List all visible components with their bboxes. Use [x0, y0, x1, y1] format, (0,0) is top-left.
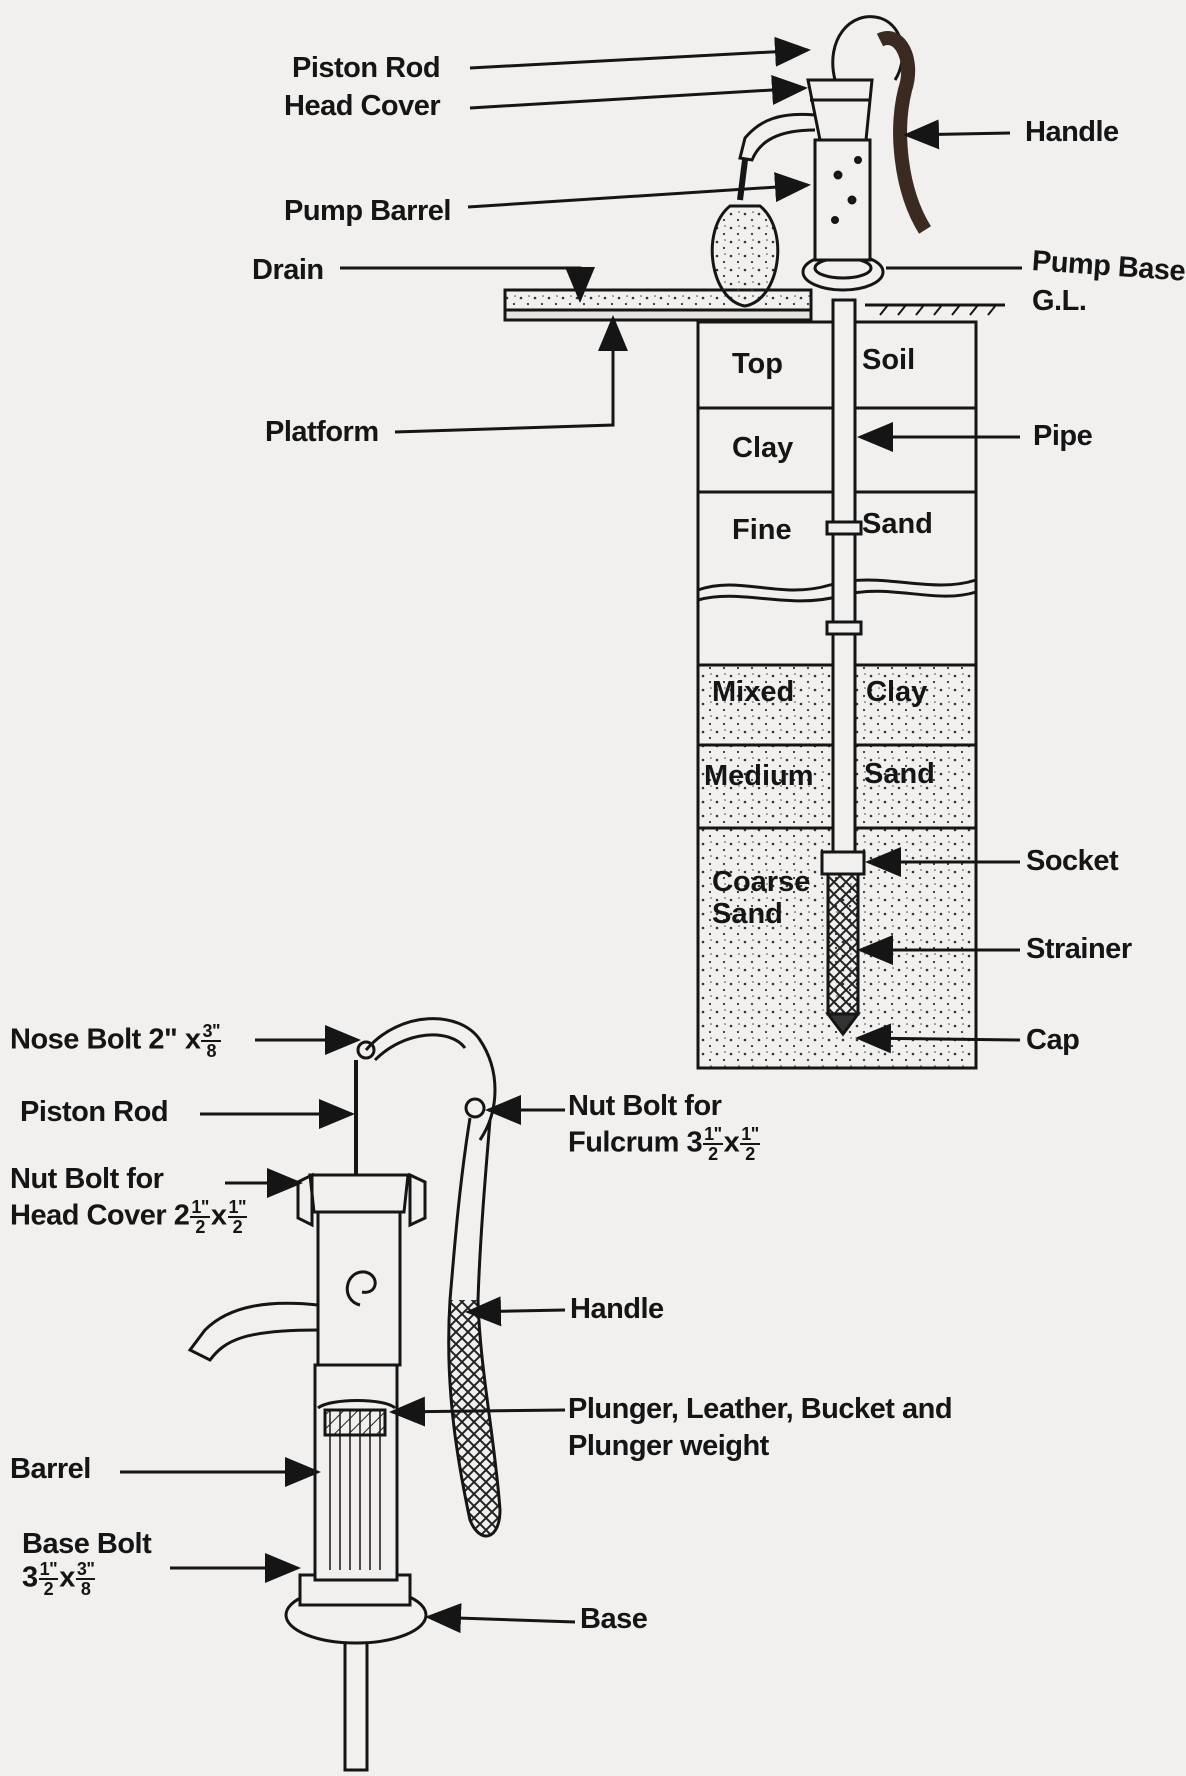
frac-num: 1" — [703, 1125, 723, 1145]
times-sign: x — [211, 1200, 227, 1232]
soil-label-medium: Medium — [704, 760, 814, 793]
soil-label-top: Top — [732, 348, 783, 381]
frac-num: 1" — [39, 1560, 59, 1580]
label-base: Base — [580, 1603, 647, 1636]
soil-label-sand-medium: Sand — [864, 758, 935, 791]
soil-label-fine: Fine — [732, 514, 792, 547]
frac-num: 3" — [201, 1022, 221, 1042]
label-socket: Socket — [1026, 845, 1118, 878]
label-cap: Cap — [1026, 1024, 1079, 1057]
label-handle-top: Handle — [1025, 116, 1119, 149]
label-pump-barrel: Pump Barrel — [284, 195, 451, 228]
soil-label-sand: Sand — [862, 508, 933, 541]
frac-den: 2 — [703, 1145, 723, 1163]
label-pipe: Pipe — [1033, 420, 1092, 453]
frac-head-2: 1"2 — [228, 1198, 248, 1236]
label-base-bolt-line1: Base Bolt — [22, 1528, 151, 1561]
label-ground-level: G.L. — [1032, 285, 1086, 318]
soil-label-clay: Clay — [732, 432, 793, 465]
frac-den: 2 — [228, 1218, 248, 1236]
leader-plunger — [392, 1410, 565, 1412]
frac-nose-bolt: 3"8 — [201, 1022, 221, 1060]
label-base-bolt-text: 3 — [22, 1562, 38, 1594]
frac-fulcrum-2: 1"2 — [740, 1125, 760, 1163]
leader-base — [428, 1617, 575, 1622]
label-head-cover-top: Head Cover — [284, 90, 440, 123]
frac-head-1: 1"2 — [190, 1198, 210, 1236]
label-handle-bottom: Handle — [570, 1293, 664, 1326]
label-strainer: Strainer — [1026, 933, 1132, 966]
label-piston-rod-bottom: Piston Rod — [20, 1096, 168, 1129]
bottom-pump-assembly — [190, 1019, 500, 1770]
frac-num: 3" — [76, 1560, 96, 1580]
soil-label-coarse: Coarse — [712, 866, 810, 899]
label-nut-bolt-fulcrum-line1: Nut Bolt for — [568, 1090, 721, 1123]
frac-fulcrum-1: 1"2 — [703, 1125, 723, 1163]
soil-label-soil: Soil — [862, 344, 915, 377]
frac-num: 1" — [190, 1198, 210, 1218]
label-barrel: Barrel — [10, 1453, 91, 1486]
frac-den: 2 — [190, 1218, 210, 1236]
frac-num: 1" — [228, 1198, 248, 1218]
leader-pump-barrel — [468, 185, 808, 207]
soil-label-sand-coarse: Sand — [712, 898, 783, 931]
label-piston-rod-top: Piston Rod — [292, 52, 440, 85]
label-plunger-line2: Plunger weight — [568, 1430, 769, 1463]
frac-num: 1" — [740, 1125, 760, 1145]
frac-base-1: 1"2 — [39, 1560, 59, 1598]
frac-den: 2 — [740, 1145, 760, 1163]
frac-base-2: 3"8 — [76, 1560, 96, 1598]
leader-handle — [906, 133, 1010, 135]
soil-label-clay-mixed: Clay — [866, 676, 927, 709]
leader-head-cover — [470, 88, 805, 108]
label-nut-bolt-head-text: Head Cover 2 — [10, 1200, 189, 1232]
frac-den: 8 — [201, 1042, 221, 1060]
label-drain: Drain — [252, 254, 324, 287]
leader-piston-rod — [470, 50, 808, 68]
label-fulcrum-text: Fulcrum 3 — [568, 1127, 702, 1159]
times-sign: x — [59, 1562, 75, 1594]
leader-handle-bottom — [468, 1310, 565, 1312]
times-sign: x — [724, 1127, 740, 1159]
leader-cap — [858, 1038, 1020, 1040]
frac-den: 2 — [39, 1580, 59, 1598]
label-plunger-line1: Plunger, Leather, Bucket and — [568, 1393, 952, 1426]
label-nut-bolt-head-line1: Nut Bolt for — [10, 1163, 163, 1196]
leader-platform — [395, 318, 613, 432]
label-nose-bolt-text: Nose Bolt 2" x — [10, 1024, 200, 1056]
soil-label-mixed: Mixed — [712, 676, 794, 709]
label-platform: Platform — [265, 416, 379, 449]
frac-den: 8 — [76, 1580, 96, 1598]
